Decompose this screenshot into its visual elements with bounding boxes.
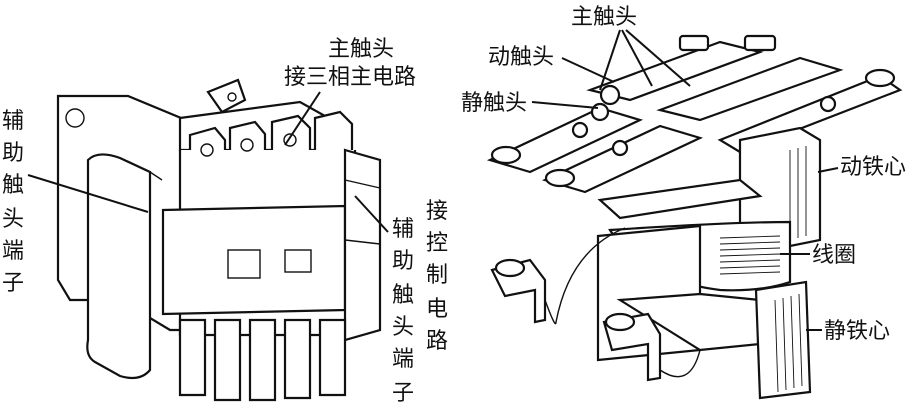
label-main-contact-left: 主触头 [328, 37, 394, 62]
svg-text:子: 子 [392, 381, 414, 406]
svg-text:助: 助 [2, 141, 24, 166]
svg-text:触: 触 [392, 283, 414, 308]
svg-text:路: 路 [426, 329, 448, 354]
svg-text:子: 子 [2, 271, 24, 296]
label-static-contact: 静触头 [461, 91, 527, 116]
svg-text:主触头: 主触头 [571, 5, 637, 30]
svg-text:端: 端 [2, 239, 24, 264]
label-control-circuit: 接 控 制 电 路 [426, 199, 448, 354]
svg-text:接三相主电路: 接三相主电路 [284, 65, 416, 90]
leader-main-contact-2 [621, 29, 653, 87]
contactor-external-view [56, 78, 382, 402]
svg-text:动铁心: 动铁心 [840, 155, 906, 180]
label-moving-core: 动铁心 [840, 155, 906, 180]
svg-text:头: 头 [392, 315, 414, 340]
svg-text:动触头: 动触头 [488, 45, 554, 70]
svg-text:助: 助 [392, 249, 414, 274]
svg-text:电: 电 [426, 297, 448, 322]
label-aux-terminal-right: 辅 助 触 头 端 子 [392, 217, 414, 406]
label-static-core: 静铁心 [824, 319, 890, 344]
leader-static-contact [531, 101, 599, 109]
leader-moving-contact [561, 57, 615, 83]
svg-text:线圈: 线圈 [812, 243, 856, 268]
contactor-internal-view [486, 34, 903, 400]
svg-text:接: 接 [426, 199, 448, 224]
svg-text:制: 制 [426, 263, 448, 288]
label-moving-contact: 动触头 [488, 45, 554, 70]
svg-text:辅: 辅 [2, 109, 24, 134]
svg-text:控: 控 [426, 231, 448, 256]
label-coil: 线圈 [812, 243, 856, 268]
svg-text:静触头: 静触头 [461, 91, 527, 116]
label-main-contact-right: 主触头 [571, 5, 637, 30]
svg-text:主触头: 主触头 [328, 37, 394, 62]
svg-text:触: 触 [2, 173, 24, 198]
label-main-circuit: 接三相主电路 [284, 65, 416, 90]
svg-text:端: 端 [392, 347, 414, 372]
leader-aux-terminal-left [27, 174, 149, 213]
svg-text:辅: 辅 [392, 217, 414, 242]
leader-main-contact-1 [599, 29, 621, 91]
svg-text:静铁心: 静铁心 [824, 319, 890, 344]
leader-main-contact-left [284, 91, 321, 146]
leader-main-contact-3 [625, 29, 691, 87]
label-aux-terminal-left: 辅 助 触 头 端 子 [2, 109, 24, 296]
leader-aux-terminal-right [354, 195, 389, 233]
svg-text:头: 头 [2, 207, 24, 232]
leader-moving-core [817, 167, 839, 173]
